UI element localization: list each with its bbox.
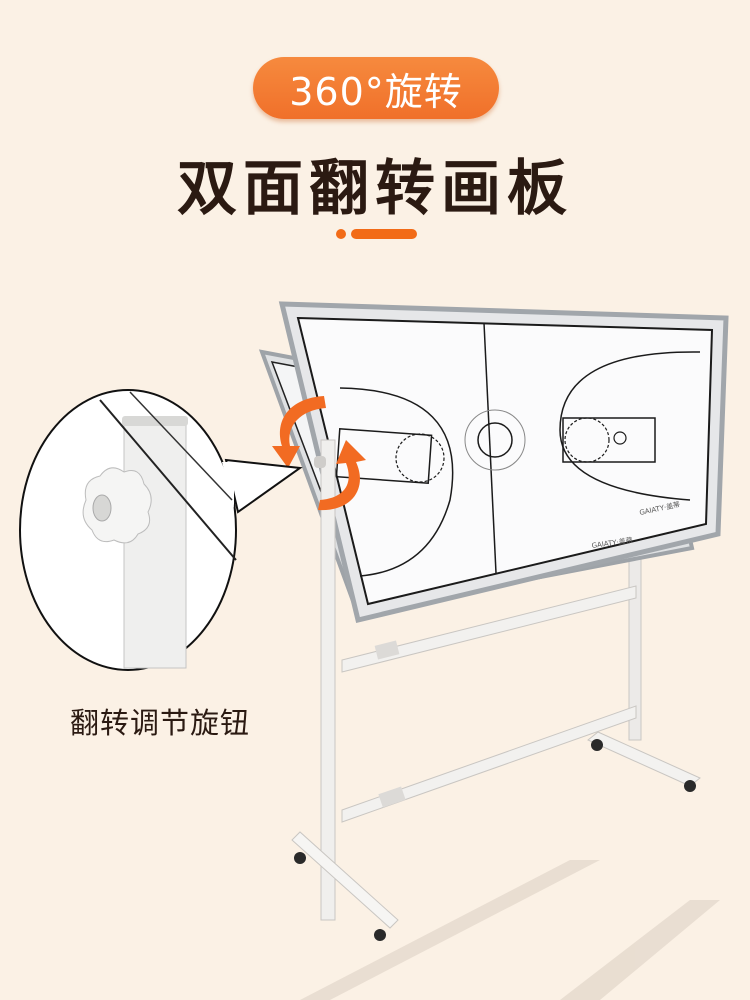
accent-dot — [336, 229, 346, 239]
accent-bar — [351, 229, 417, 239]
stand-left — [291, 439, 399, 941]
whiteboard-front: GAIATY·盖蒂 GAIATY·盖蒂 — [278, 301, 729, 624]
rotation-badge: 360°旋转 — [253, 57, 499, 119]
knob-icon — [82, 467, 152, 544]
page-title: 双面翻转画板 — [177, 154, 573, 224]
knob-caption: 翻转调节旋钮 — [69, 706, 250, 740]
knob-callout — [19, 389, 303, 671]
rotate-arrows-icon — [272, 396, 366, 511]
